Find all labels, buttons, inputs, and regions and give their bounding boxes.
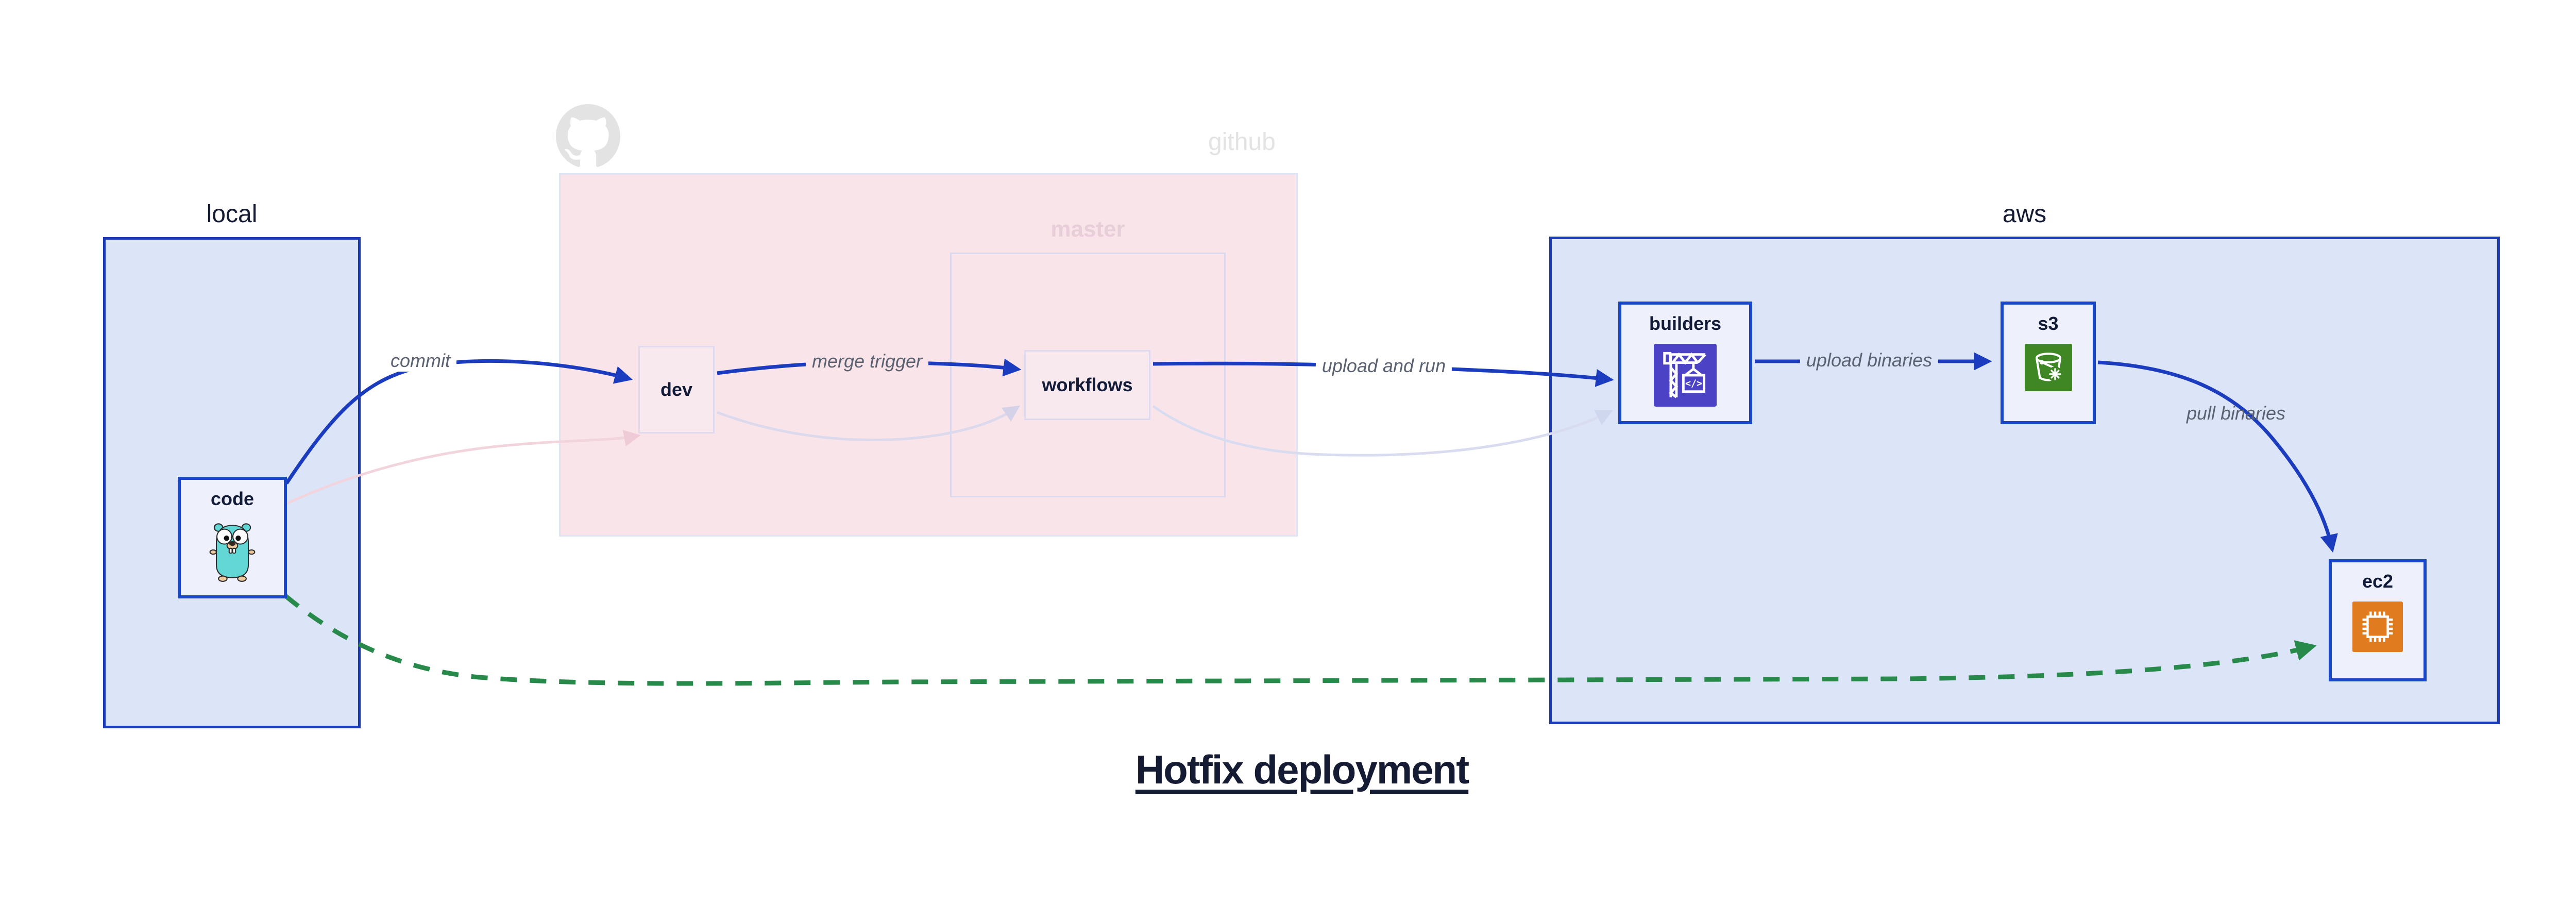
diagram-title: Hotfix deployment [1135,747,1469,792]
edge-pull-binaries [2097,360,2338,553]
edge-faded-merge [717,405,1021,442]
edge-label-pull-binaries: pull binaries [2186,403,2286,424]
node-s3-label: s3 [2038,313,2059,334]
node-workflows-label: workflows [1042,374,1133,395]
edge-label-merge-trigger: merge trigger [805,350,929,372]
edge-commit [285,359,633,485]
edge-label-upload-binaries: upload binaries [1800,349,1939,371]
node-builders: builders </> [1618,302,1752,424]
edge-hotfix-dashed [284,594,2317,686]
container-master [950,253,1226,497]
edge-label-upload-and-run: upload and run [1315,355,1452,377]
svg-text:</>: </> [1685,378,1702,389]
label-local: local [206,201,258,228]
node-code-label: code [210,488,255,509]
node-dev: dev [638,346,715,433]
ec2-chip-icon [2352,602,2403,655]
node-code: code [178,477,287,598]
node-builders-label: builders [1649,313,1722,334]
label-master: master [1050,216,1125,242]
node-ec2: ec2 [2329,559,2427,681]
edge-label-commit: commit [384,350,456,372]
title-row: Hotfix deployment [0,746,2576,793]
codebuild-crane-icon: </> [1654,344,1717,409]
go-gopher-icon [206,519,259,586]
node-s3: s3 [2001,302,2096,424]
edge-faded-upload [1152,405,1613,457]
label-aws: aws [2002,201,2047,228]
s3-bucket-icon [2024,344,2072,394]
node-workflows: workflows [1024,350,1150,420]
node-ec2-label: ec2 [2362,571,2394,592]
github-octocat-icon [556,104,620,167]
label-github: github [1208,128,1276,156]
edge-faded-commit [286,430,641,505]
node-dev-label: dev [660,379,693,400]
